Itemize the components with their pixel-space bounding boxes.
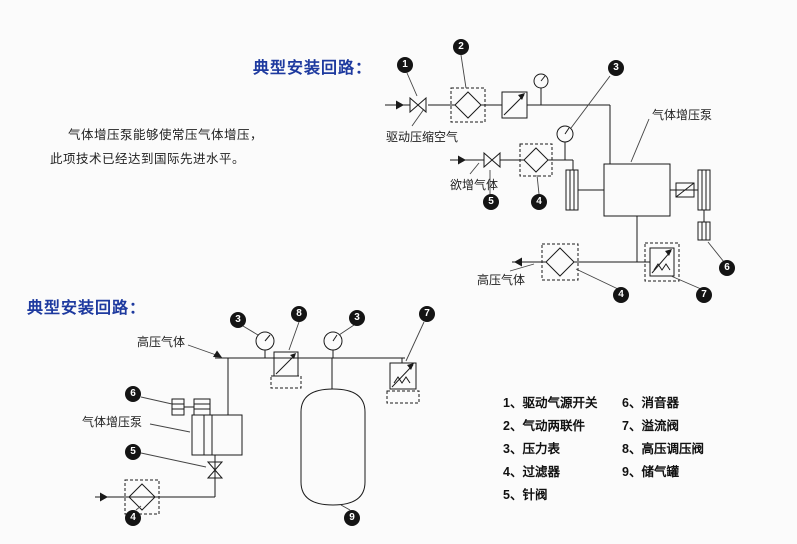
component-marker-6: 6 xyxy=(719,260,735,276)
component-marker-5b: 5 xyxy=(125,444,141,460)
filter-symbol xyxy=(541,243,579,281)
legend-item-9: 9、储气罐 xyxy=(622,465,679,479)
diagram2-drawing xyxy=(95,321,425,515)
relief-valve-symbol xyxy=(386,362,420,404)
component-marker-7b: 7 xyxy=(419,306,435,322)
leader-lines xyxy=(135,321,425,511)
filter-symbol xyxy=(124,479,160,515)
label-booster-pump-2: 气体增压泵 xyxy=(82,415,143,429)
legend-item-4: 4、过滤器 xyxy=(503,465,560,479)
storage-tank-symbol xyxy=(300,388,366,506)
component-marker-6b: 6 xyxy=(125,386,141,402)
component-marker-2: 2 xyxy=(453,39,469,55)
diagram1-drawing xyxy=(385,54,725,290)
leader-lines xyxy=(406,54,725,290)
label-booster-pump: 气体增压泵 xyxy=(652,108,713,122)
flow-arrow xyxy=(396,100,404,110)
label-gas-to-boost: 欲增气体 xyxy=(450,178,499,192)
legend-item-8: 8、高压调压阀 xyxy=(622,442,704,456)
booster-pump-symbol xyxy=(191,398,243,456)
component-marker-1: 1 xyxy=(397,57,413,73)
component-marker-4c: 4 xyxy=(125,510,141,526)
legend-column-2: 6、消音器 7、溢流阀 8、高压调压阀 9、储气罐 xyxy=(622,392,704,484)
component-marker-3b: 3 xyxy=(349,310,365,326)
component-marker-9: 9 xyxy=(344,510,360,526)
legend-item-1: 1、驱动气源开关 xyxy=(503,396,598,410)
label-driving-air: 驱动压缩空气 xyxy=(386,130,459,144)
flow-arrow xyxy=(514,257,522,267)
flow-arrow xyxy=(213,350,222,358)
legend-item-5: 5、针阀 xyxy=(503,488,548,502)
section1-title: 典型安装回路： xyxy=(253,60,373,77)
legend-item-3: 3、压力表 xyxy=(503,442,560,456)
label-high-pressure-gas: 高压气体 xyxy=(477,273,526,287)
legend-item-7: 7、溢流阀 xyxy=(622,419,679,433)
component-marker-5: 5 xyxy=(483,194,499,210)
pressure-gauge-symbol xyxy=(556,125,574,160)
flow-arrow xyxy=(100,492,108,502)
filter-symbol xyxy=(519,143,553,177)
flow-arrow xyxy=(458,155,466,165)
needle-valve-symbol xyxy=(206,461,224,479)
legend-item-2: 2、气动两联件 xyxy=(503,419,585,433)
component-marker-7: 7 xyxy=(696,287,712,303)
component-marker-8: 8 xyxy=(291,306,307,322)
booster-pump-symbol xyxy=(565,163,711,217)
valve-symbol xyxy=(409,96,427,114)
legend-item-6: 6、消音器 xyxy=(622,396,679,410)
needle-valve-symbol xyxy=(483,151,501,169)
muffler-symbol xyxy=(697,210,711,241)
pressure-gauge-symbol xyxy=(255,331,275,358)
relief-valve-symbol xyxy=(644,242,680,282)
description-line-1: 气体增压泵能够使常压气体增压， xyxy=(68,128,264,142)
component-marker-4b: 4 xyxy=(613,287,629,303)
filter-symbol xyxy=(450,87,486,123)
component-marker-4: 4 xyxy=(531,194,547,210)
component-marker-3: 3 xyxy=(608,60,624,76)
label-high-pressure-gas-2: 高压气体 xyxy=(137,335,186,349)
description-line-2: 此项技术已经达到国际先进水平。 xyxy=(50,152,246,166)
air-unit-symbol xyxy=(501,73,549,119)
legend-column-1: 1、驱动气源开关 2、气动两联件 3、压力表 4、过滤器 5、针阀 xyxy=(503,392,597,507)
muffler-symbol xyxy=(171,398,194,416)
component-marker-3a: 3 xyxy=(230,312,246,328)
regulator-symbol xyxy=(270,351,302,389)
section2-title: 典型安装回路： xyxy=(27,300,147,317)
pressure-gauge-symbol xyxy=(323,331,343,358)
